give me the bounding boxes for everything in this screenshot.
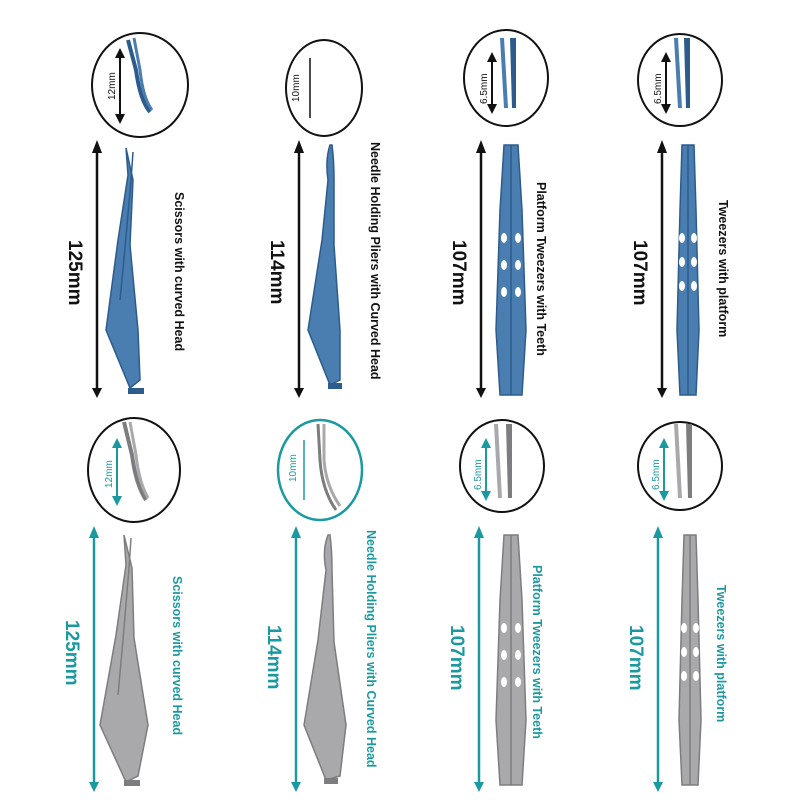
scissors-icon [105, 147, 144, 394]
length-arrow [294, 140, 304, 398]
tweezers-icon [678, 534, 702, 786]
product-panel-tweezers-teeth-steel: 6.5mm 107mm Platform Tweezers with Teeth [400, 400, 600, 800]
length-label: 107mm [448, 240, 469, 306]
zoom-circle-tweezers-steel [459, 419, 545, 513]
tweezers-icon [495, 144, 527, 396]
length-label: 114mm [266, 240, 287, 305]
zoom-circle-scissors-steel [87, 417, 181, 523]
length-arrow [653, 526, 663, 792]
product-name: Tweezers with platform [714, 585, 728, 723]
needle-holder-icon [303, 534, 347, 784]
zoom-circle-needle-holder-steel [276, 418, 364, 522]
product-name: Scissors with curved Head [172, 192, 186, 352]
length-label: 114mm [263, 625, 284, 690]
scissors-icon [99, 534, 149, 786]
length-label: 107mm [446, 625, 467, 691]
zoom-circle-tweezers-blue [637, 33, 723, 127]
product-panel-scissors-blue: 12mm 125mm Scissors with curved Head [0, 0, 200, 400]
zoom-circle-tweezers-steel [637, 421, 723, 511]
length-arrow [89, 526, 99, 792]
product-name: Platform Tweezers with Teeth [534, 182, 548, 356]
product-name: Needle Holding Pliers with Curved Head [368, 142, 382, 380]
product-name: Platform Tweezers with Teeth [530, 565, 544, 739]
needle-holder-icon [307, 144, 342, 389]
product-panel-needle-holder-blue: 10mm 114mm Needle Holding Pliers with Cu… [200, 0, 400, 400]
product-panel-scissors-steel: 12mm 125mm Scissors with curved Head [0, 400, 200, 800]
product-name: Scissors with curved Head [170, 576, 184, 736]
length-arrow [474, 526, 484, 792]
tweezers-icon [676, 144, 700, 396]
product-panel-tweezers-platform-steel: 6.5mm 107mm Tweezers with platform [600, 400, 800, 800]
length-label: 107mm [625, 625, 646, 691]
length-arrow [657, 140, 667, 398]
product-panel-needle-holder-steel: 10mm 114mm Needle Holding Pliers with Cu… [200, 400, 400, 800]
product-name: Needle Holding Pliers with Curved Head [364, 530, 378, 768]
product-panel-tweezers-teeth-blue: 6.5mm 107mm Platform Tweezers with Teeth [400, 0, 600, 400]
length-label: 125mm [61, 620, 82, 686]
length-label: 125mm [64, 240, 85, 306]
zoom-circle-tweezers-blue [463, 29, 549, 127]
tweezers-icon [495, 534, 527, 786]
length-arrow [92, 140, 102, 398]
length-label: 107mm [629, 240, 650, 306]
zoom-circle-scissors-blue [91, 32, 189, 138]
zoom-circle-needle-holder-blue [285, 39, 363, 137]
product-name: Tweezers with platform [716, 200, 730, 338]
product-panel-tweezers-platform-blue: 6.5mm 107mm Tweezers with platform [600, 0, 800, 400]
length-arrow [476, 140, 486, 398]
length-arrow [291, 526, 301, 792]
